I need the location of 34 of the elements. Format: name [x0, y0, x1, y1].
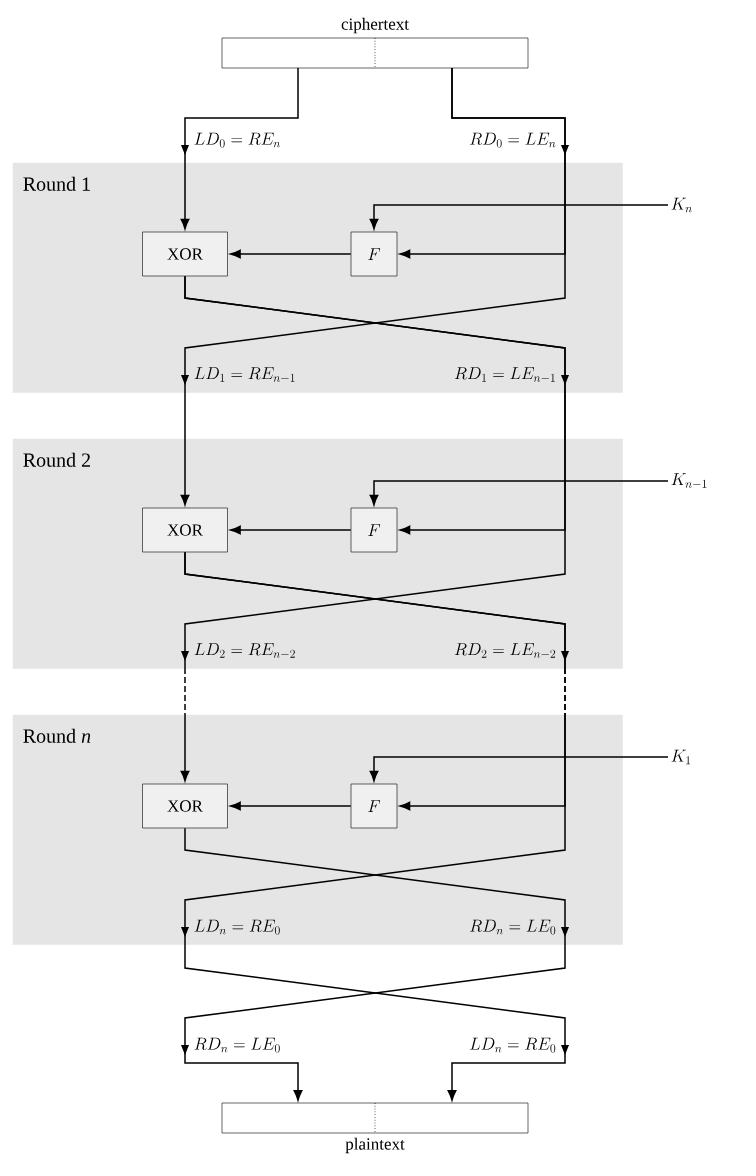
data-block: plaintext — [221, 1102, 529, 1154]
xor-box: XOR — [142, 507, 228, 553]
xor-box: XOR — [142, 231, 228, 277]
data-block: ciphertext — [221, 17, 529, 69]
signal-label: $LD_2 = RE_{n-2}$ — [194, 643, 295, 658]
arrow — [369, 756, 669, 782]
arrow — [184, 551, 566, 1101]
xor-box: XOR — [142, 783, 228, 829]
function-box: $F$ — [350, 783, 398, 829]
key-label: $K_n$ — [671, 197, 692, 213]
signal-label: $RD_n = LE_0$ — [194, 1037, 280, 1053]
signal-label: $RD_0 = LE_n$ — [470, 132, 556, 148]
arrow — [180, 275, 566, 782]
arrow — [230, 249, 352, 259]
arrow — [184, 827, 566, 1101]
function-box: $F$ — [350, 231, 398, 277]
node-label: plaintext — [345, 1137, 405, 1154]
arrow — [180, 67, 299, 230]
arrow — [230, 525, 352, 535]
signal-label: $LD_1 = RE_{n-1}$ — [194, 367, 295, 382]
signal-label: $LD_n = RE_0$ — [194, 919, 280, 935]
function-box: $F$ — [350, 507, 398, 553]
signal-label: $RD_2 = LE_{n-2}$ — [454, 643, 556, 658]
key-label: $K_{n-1}$ — [671, 473, 707, 488]
signal-label: $RD_n = LE_0$ — [470, 919, 556, 935]
arrow — [369, 480, 669, 506]
node-label: ciphertext — [341, 17, 409, 34]
key-label: $K_1$ — [671, 749, 691, 765]
signal-label: $RD_1 = LE_{n-1}$ — [454, 367, 555, 382]
arrow — [230, 801, 352, 811]
arrow — [180, 67, 566, 506]
signal-label: $LD_0 = RE_n$ — [194, 132, 280, 148]
arrow — [369, 204, 669, 230]
signal-label: $LD_n = RE_0$ — [470, 1037, 556, 1053]
